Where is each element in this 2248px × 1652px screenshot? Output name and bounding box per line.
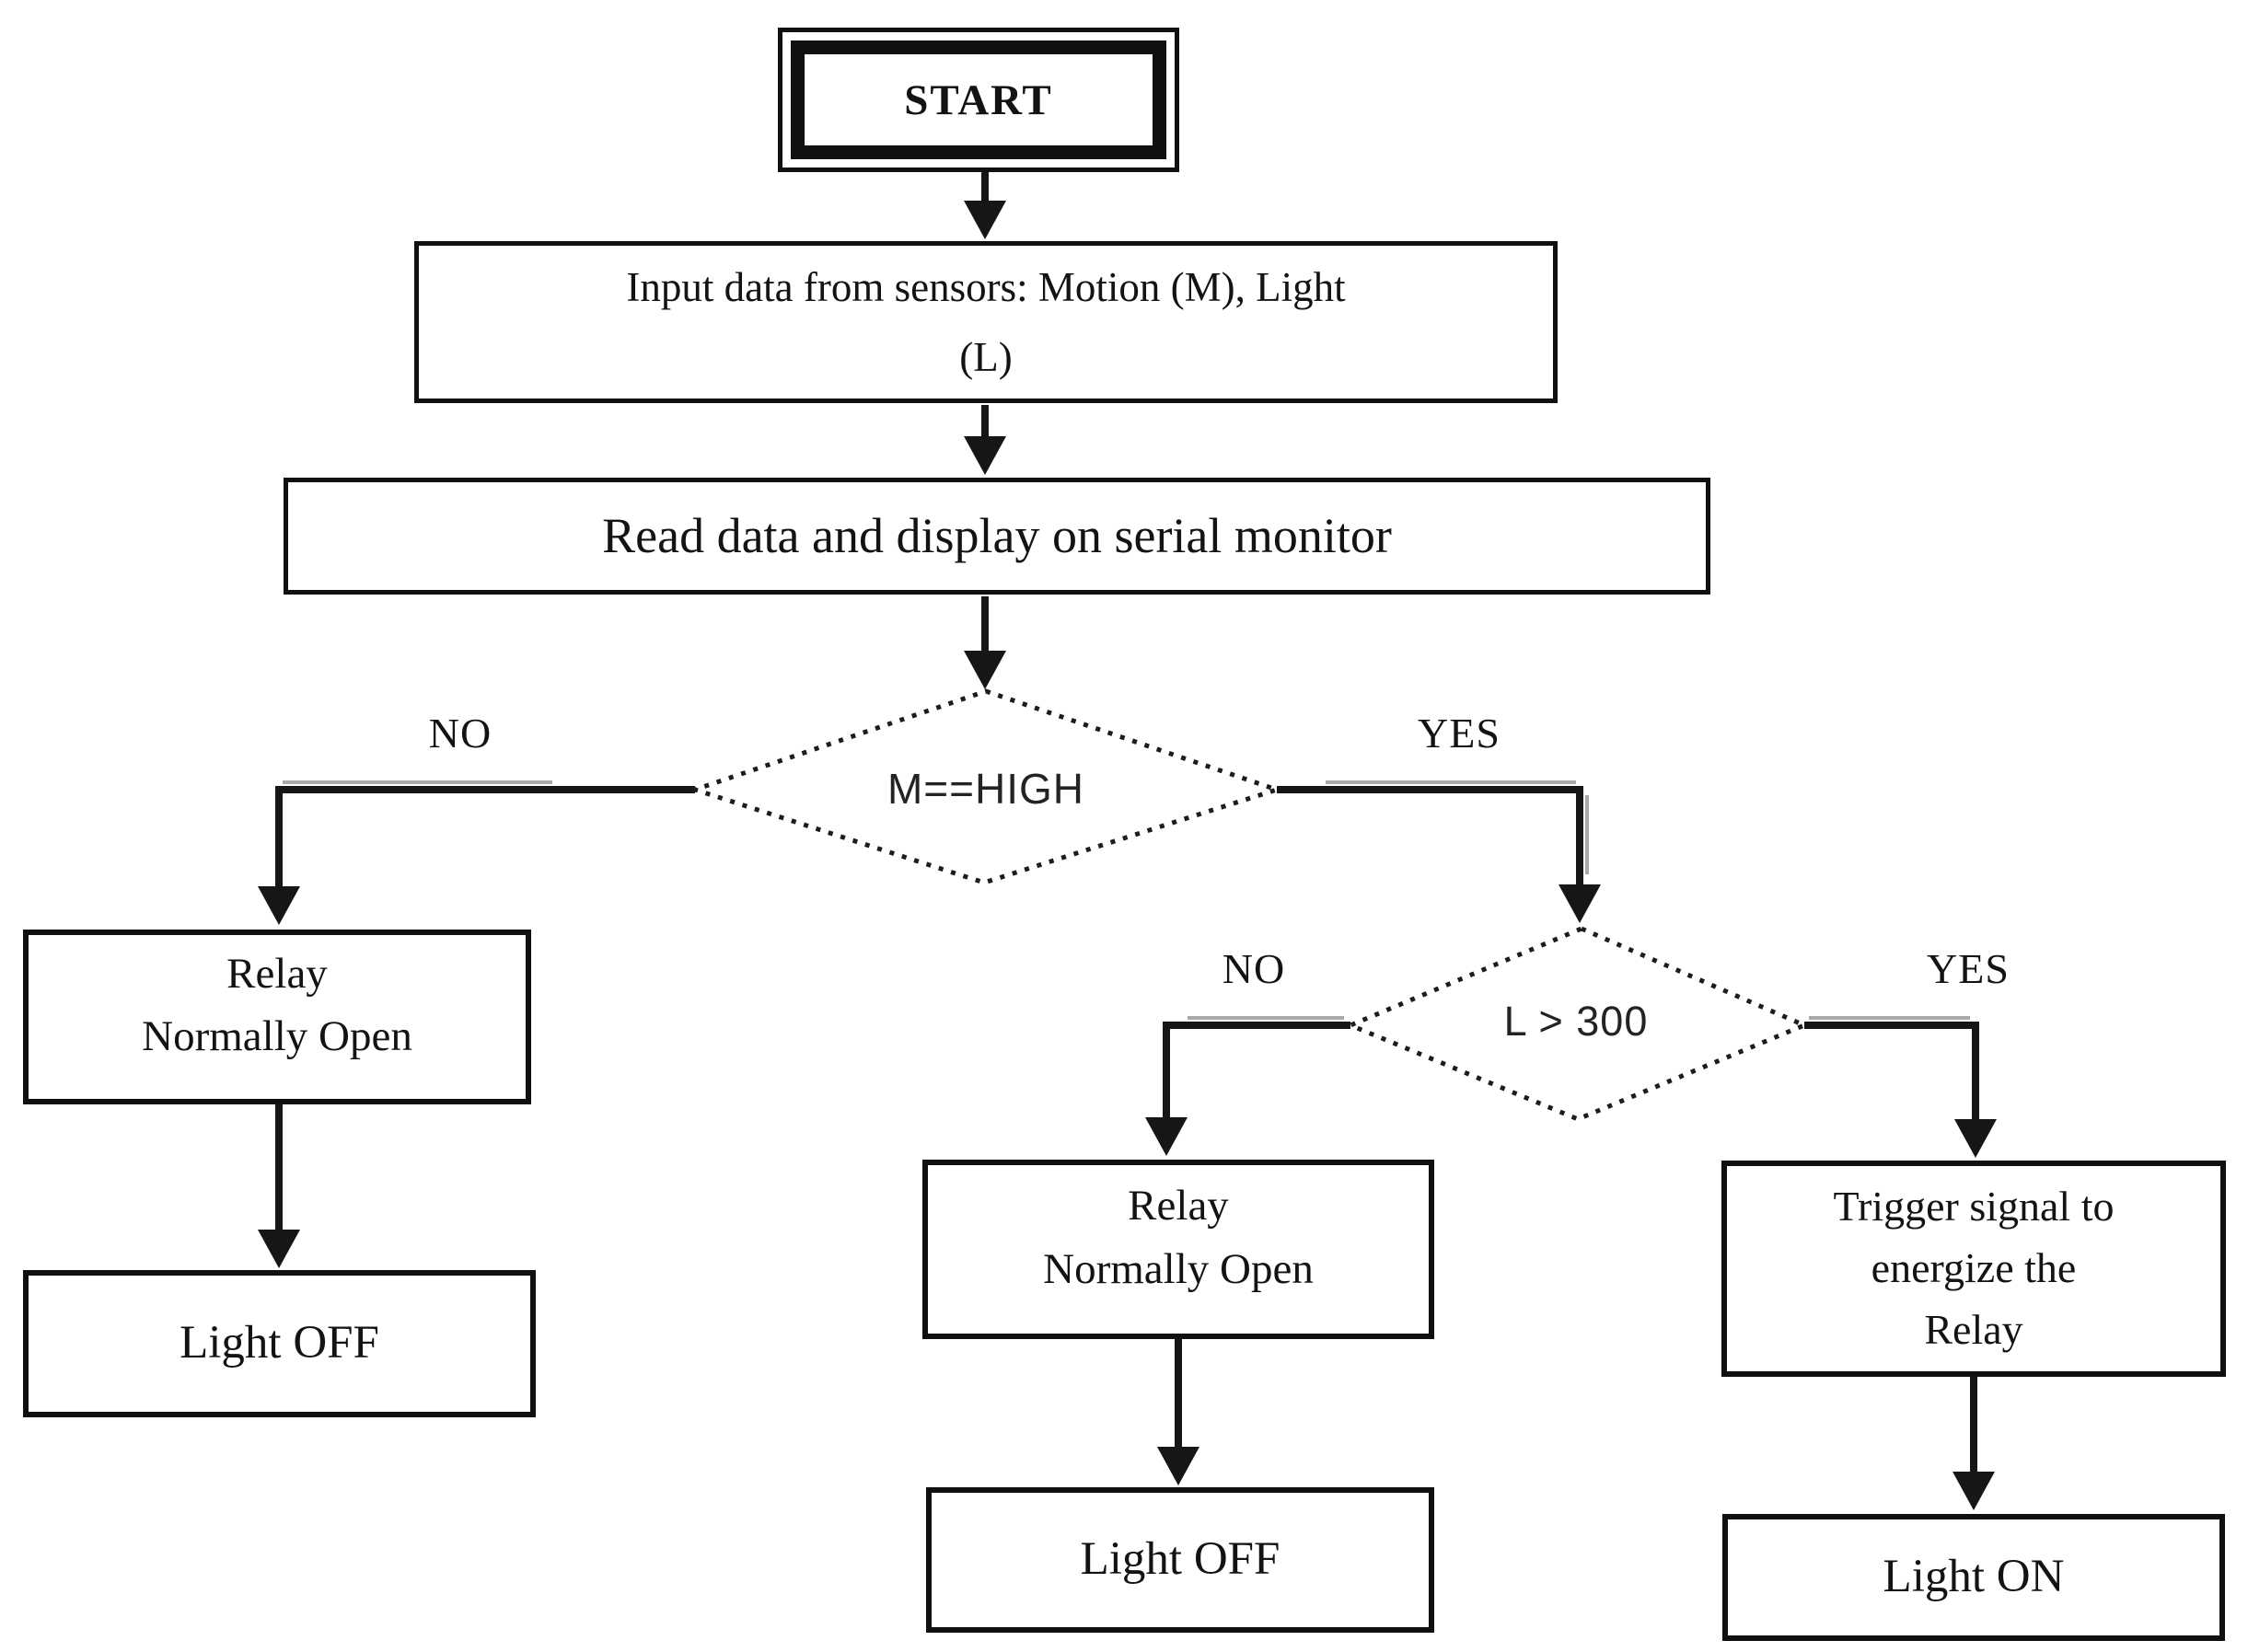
node-input-line1: Input data from sensors: Motion (M), Lig… xyxy=(626,263,1346,310)
arrowhead xyxy=(258,886,300,925)
node-trigger-line2: energize the xyxy=(1871,1244,2077,1292)
node-light-on-label: Light ON xyxy=(1883,1551,2065,1603)
edge-decision-light-yes xyxy=(1804,1022,1979,1121)
edge-decision-light-no xyxy=(1163,1022,1350,1119)
node-trigger-line3: Relay xyxy=(1924,1305,2023,1353)
arrowhead xyxy=(1953,1472,1995,1510)
node-relay-mid: Relay Normally Open xyxy=(922,1160,1434,1339)
node-light-off-left: Light OFF xyxy=(23,1270,536,1417)
node-relay-mid-line2: Normally Open xyxy=(1043,1244,1314,1293)
edge-decision-motion-no xyxy=(275,786,695,887)
node-trigger-relay: Trigger signal to energize the Relay xyxy=(1721,1161,2226,1377)
node-trigger-line1: Trigger signal to xyxy=(1833,1183,2115,1230)
ghost-lines xyxy=(283,780,1970,1020)
node-light-off-left-label: Light OFF xyxy=(180,1317,379,1369)
edge-label-motion-yes: YES xyxy=(1418,710,1501,757)
node-input-sensors: Input data from sensors: Motion (M), Lig… xyxy=(414,241,1558,403)
node-read-display: Read data and display on serial monitor xyxy=(284,478,1710,595)
node-read-label: Read data and display on serial monitor xyxy=(602,508,1392,564)
arrowhead xyxy=(1145,1117,1188,1156)
node-start: START xyxy=(778,28,1179,172)
arrowhead xyxy=(258,1230,300,1268)
edge-label-motion-no: NO xyxy=(428,710,492,757)
arrowheads xyxy=(258,201,1997,1510)
arrowhead xyxy=(1954,1119,1997,1158)
node-light-off-mid-label: Light OFF xyxy=(1080,1533,1280,1586)
node-relay-left-line1: Relay xyxy=(226,949,328,998)
edge-label-light-yes: YES xyxy=(1927,945,2010,992)
arrowhead xyxy=(1559,884,1601,923)
decision-diamond-motion xyxy=(688,688,1285,885)
node-relay-left-line2: Normally Open xyxy=(142,1012,412,1060)
arrowhead xyxy=(964,436,1006,475)
decision-shapes xyxy=(688,688,1811,1122)
node-start-label: START xyxy=(904,75,1053,124)
node-light-off-mid: Light OFF xyxy=(926,1487,1434,1633)
edge-decision-motion-yes xyxy=(1277,786,1583,885)
arrowhead xyxy=(1157,1447,1199,1485)
edge-label-light-no: NO xyxy=(1222,945,1286,992)
node-input-line2: (L) xyxy=(959,334,1013,380)
node-relay-mid-line1: Relay xyxy=(1128,1182,1229,1230)
node-relay-left: Relay Normally Open xyxy=(23,930,531,1104)
arrowhead xyxy=(964,201,1006,239)
decision-diamond-light xyxy=(1344,926,1811,1122)
arrowhead xyxy=(964,651,1006,689)
decision-motion-label: M==HIGH xyxy=(886,765,1085,813)
node-light-on: Light ON xyxy=(1722,1514,2225,1641)
flow-lines xyxy=(275,172,1979,1474)
decision-light-label: L > 300 xyxy=(1503,998,1649,1045)
node-start-inner: START xyxy=(791,40,1166,159)
